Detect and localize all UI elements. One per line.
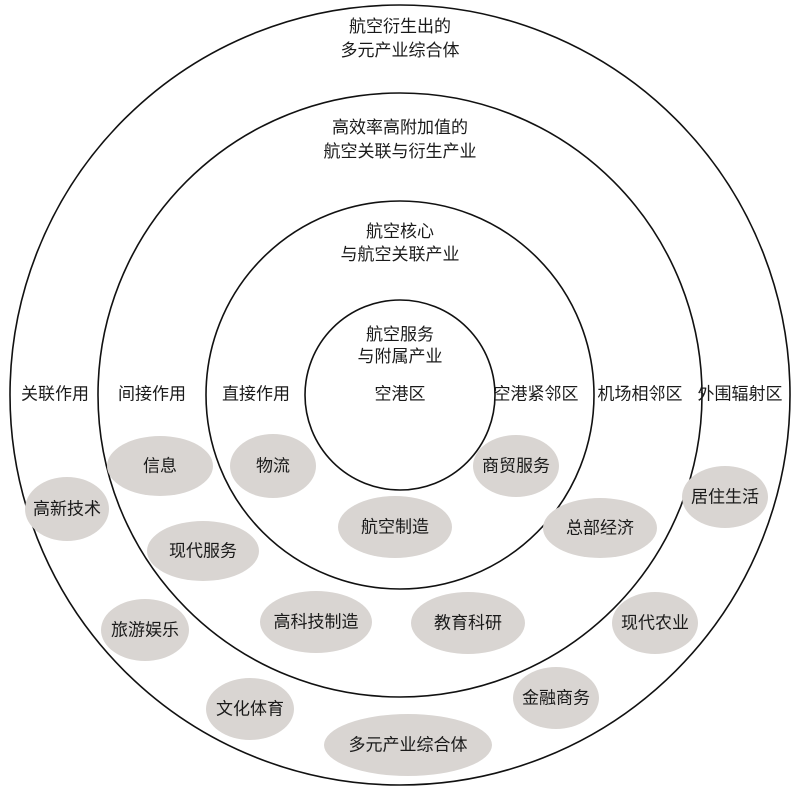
bubble-high-tech-manufacturing-label: 高科技制造 [274, 613, 359, 633]
bubble-logistics: 物流 [230, 434, 316, 498]
bubble-education-research-label: 教育科研 [434, 614, 502, 634]
bubble-trade-services: 商贸服务 [473, 435, 559, 497]
inner-ring-title: 航空服务 与附属产业 [358, 325, 443, 367]
second-ring [97, 92, 703, 698]
inner-ring-title-line1: 航空服务 [366, 325, 434, 345]
bubble-modern-services-label: 现代服务 [169, 542, 237, 562]
bubble-logistics-shape [230, 434, 316, 498]
zone-label-right-third: 空港紧邻区 [494, 385, 579, 405]
bubble-tourism-entertainment-label: 旅游娱乐 [111, 621, 179, 641]
bubble-high-tech-manufacturing-shape [260, 591, 372, 653]
third-ring [205, 200, 595, 590]
bubble-education-research-shape [411, 592, 525, 654]
bubble-modern-services: 现代服务 [147, 521, 259, 581]
bubble-multi-industry-complex-label: 多元产业综合体 [349, 736, 468, 756]
third-ring-title-line2: 与航空关联产业 [341, 245, 460, 265]
inner-ring [304, 299, 496, 491]
bubble-residential-label: 居住生活 [691, 488, 759, 508]
bubble-headquarters-economy: 总部经济 [543, 498, 657, 558]
inner-ring-title-line2: 与附属产业 [358, 347, 443, 367]
zone-label-right-second: 机场相邻区 [598, 385, 683, 405]
bubble-info: 信息 [107, 436, 213, 496]
bubble-modern-agriculture-shape [612, 592, 698, 654]
second-ring-title: 高效率高附加值的 航空关联与衍生产业 [324, 118, 477, 162]
bubble-culture-sports: 文化体育 [206, 678, 294, 740]
second-ring-title-line2: 航空关联与衍生产业 [324, 142, 477, 162]
second-ring-title-line1: 高效率高附加值的 [332, 118, 468, 138]
bubble-culture-sports-shape [206, 678, 294, 740]
bubble-multi-industry-complex-shape [324, 714, 492, 776]
bubble-headquarters-economy-label: 总部经济 [566, 519, 634, 539]
bubble-tourism-entertainment-shape [101, 599, 189, 661]
third-ring-title: 航空核心 与航空关联产业 [341, 222, 460, 265]
bubble-residential-shape [682, 466, 768, 528]
bubble-aviation-manufacturing-shape [338, 496, 452, 558]
bubble-residential: 居住生活 [682, 466, 768, 528]
bubble-finance-business-label: 金融商务 [522, 689, 590, 709]
zone-label-left-third: 直接作用 [222, 385, 290, 405]
bubble-trade-services-shape [473, 435, 559, 497]
zone-label-right-outer: 外围辐射区 [698, 385, 783, 405]
bubble-modern-services-shape [147, 521, 259, 581]
bubble-trade-services-label: 商贸服务 [482, 457, 550, 477]
bubble-high-tech-label: 高新技术 [33, 500, 101, 520]
zone-label-left-outer: 关联作用 [21, 385, 89, 405]
bubble-aviation-manufacturing-label: 航空制造 [361, 518, 429, 538]
bubble-logistics-label: 物流 [256, 457, 290, 477]
bubble-tourism-entertainment: 旅游娱乐 [101, 599, 189, 661]
bubble-education-research: 教育科研 [411, 592, 525, 654]
bubble-headquarters-economy-shape [543, 498, 657, 558]
bubble-high-tech-manufacturing: 高科技制造 [260, 591, 372, 653]
outer-ring-title-line2: 多元产业综合体 [341, 41, 460, 61]
bubble-culture-sports-label: 文化体育 [216, 700, 284, 720]
third-ring-title-line1: 航空核心 [366, 222, 434, 242]
zone-label-left-second: 间接作用 [118, 385, 186, 405]
bubble-finance-business: 金融商务 [513, 667, 599, 729]
bubble-info-shape [107, 436, 213, 496]
bubble-multi-industry-complex: 多元产业综合体 [324, 714, 492, 776]
outer-ring [9, 4, 791, 786]
bubble-modern-agriculture: 现代农业 [612, 592, 698, 654]
bubble-high-tech-shape [25, 477, 109, 541]
bubble-aviation-manufacturing: 航空制造 [338, 496, 452, 558]
outer-ring-title: 航空衍生出的 多元产业综合体 [341, 17, 460, 61]
bubble-finance-business-shape [513, 667, 599, 729]
bubble-info-label: 信息 [143, 457, 177, 477]
outer-ring-title-line1: 航空衍生出的 [349, 17, 451, 37]
bubble-high-tech: 高新技术 [25, 477, 109, 541]
industry-bubbles: 信息 物流 商贸服务 高新技术 居住生活 航空制造 总部经济 现代服务 [25, 434, 768, 776]
bubble-modern-agriculture-label: 现代农业 [621, 614, 689, 634]
zone-label-center: 空港区 [375, 385, 426, 405]
